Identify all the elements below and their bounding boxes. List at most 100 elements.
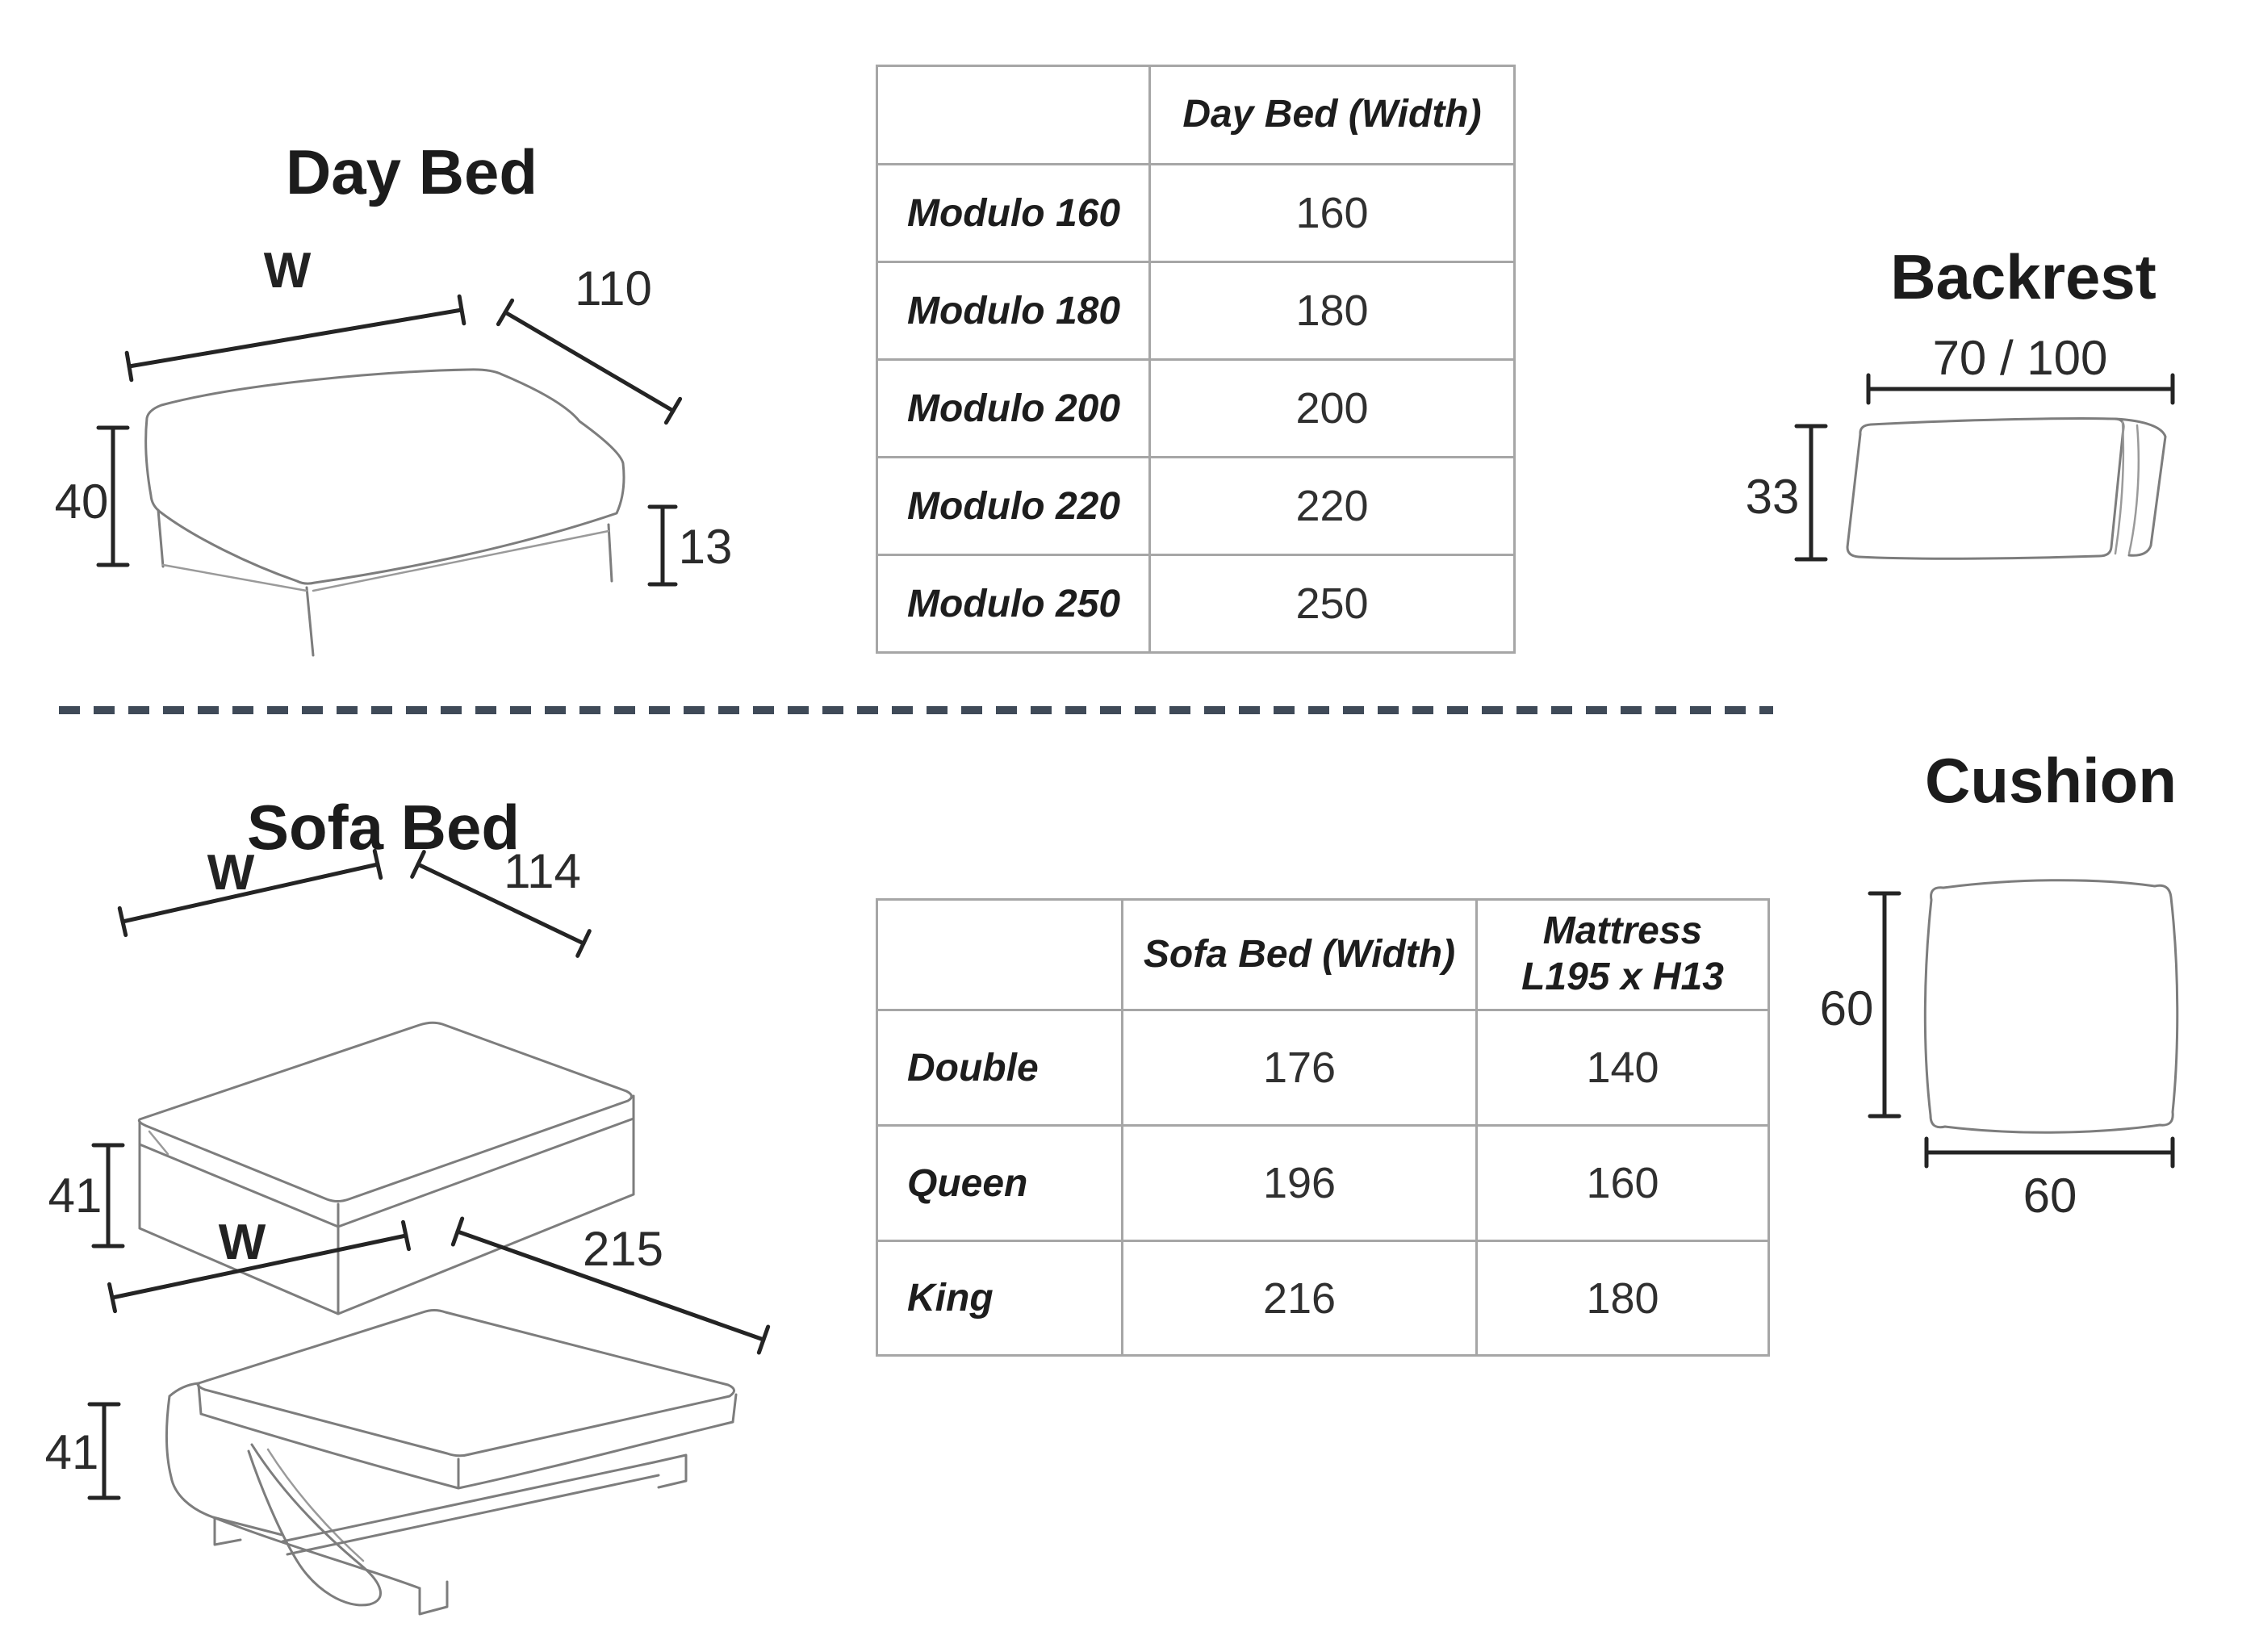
table-header-cell: Mattress L195 x H13 [1475, 898, 1770, 1011]
value-cell: 216 [1121, 1240, 1478, 1357]
table-row: King 216 180 [876, 1240, 1770, 1357]
cushion-dim-width: 60 [1924, 1136, 2175, 1223]
sofa-open-foot [213, 1517, 242, 1546]
dim-label-depth: 114 [504, 844, 581, 898]
dim-line [110, 1233, 408, 1300]
dim-label-height: 40 [55, 475, 109, 529]
backrest-title: Backrest [1890, 241, 2157, 312]
sofa-closed-mattress-top [137, 1021, 633, 1202]
day-bed-dim-height: 40 [55, 425, 130, 567]
dim-line [127, 307, 464, 369]
dim-label-depth: 215 [583, 1222, 663, 1276]
day-bed-table: Day Bed (Width) Modulo 160 160 Modulo 18… [876, 65, 1516, 654]
cushion-title: Cushion [1925, 745, 2177, 816]
dim-label-width: W [219, 1215, 266, 1270]
dim-label-width: W [207, 845, 255, 901]
sofa-closed-mattress-edges [138, 1094, 635, 1228]
table-header-cell: Sofa Bed (Width) [1121, 898, 1478, 1011]
sofa-closed-dim-width: W [117, 845, 383, 938]
dim-tick [117, 905, 128, 938]
row-label-cell: Modulo 220 [876, 456, 1151, 556]
table-row: Queen 196 160 [876, 1124, 1770, 1242]
dim-tick [124, 350, 134, 383]
dim-tick [756, 1324, 771, 1355]
dim-label-width: 60 [2023, 1169, 2077, 1223]
dim-label-height: 41 [45, 1425, 99, 1479]
day-bed-leg [157, 508, 165, 568]
header-line: L195 x H13 [1521, 956, 1724, 998]
value-cell: 160 [1475, 1124, 1770, 1242]
dim-label-width: 70 / 100 [1933, 339, 2108, 385]
day-bed-title: Day Bed [285, 136, 538, 207]
backrest-dim-width: 70 / 100 [1866, 339, 2175, 405]
sofa-open-mattress-edges [197, 1383, 738, 1490]
day-bed-dim-depth: 110 [496, 261, 683, 425]
table-header-row: Day Bed (Width) [876, 65, 1516, 165]
backrest-diagram: 70 / 100 33 [1746, 339, 2175, 562]
sofa-open-fold [247, 1443, 382, 1607]
value-cell: 250 [1148, 554, 1516, 654]
sofa-bed-open-diagram: W 215 41 [45, 1215, 771, 1616]
value-cell: 220 [1148, 456, 1516, 556]
day-bed-leg [305, 586, 315, 657]
table-row: Modulo 220 220 [876, 456, 1516, 556]
row-label-cell: King [876, 1240, 1123, 1357]
dim-tick [496, 298, 515, 327]
sofa-open-dim-height: 41 [45, 1402, 121, 1500]
dim-line [120, 862, 380, 924]
sofa-closed-dim-depth: 114 [410, 844, 592, 958]
sofa-bed-closed-diagram: W 114 41 [48, 844, 635, 1315]
dim-line [455, 1229, 766, 1342]
backrest-seam [2127, 424, 2140, 555]
dim-tick [575, 929, 592, 958]
value-cell: 196 [1121, 1124, 1478, 1242]
day-bed-frame-rail [161, 529, 610, 592]
sofa-closed-dim-height: 41 [48, 1143, 125, 1248]
row-label-cell: Modulo 200 [876, 358, 1151, 458]
cushion-diagram: 60 60 [1820, 879, 2179, 1223]
table-row: Double 176 140 [876, 1009, 1770, 1127]
dim-label-height: 60 [1820, 981, 1874, 1035]
value-cell: 180 [1148, 261, 1516, 361]
dim-label-width: W [264, 243, 312, 299]
dim-tick [457, 294, 466, 326]
dim-tick [450, 1216, 465, 1247]
cushion-outline [1923, 879, 2179, 1134]
row-label-cell: Modulo 250 [876, 554, 1151, 654]
sofa-open-dim-width: W [107, 1215, 412, 1314]
cushion-dim-height: 60 [1820, 891, 1901, 1119]
backrest-dim-height: 33 [1746, 424, 1828, 562]
table-row: Modulo 160 160 [876, 163, 1516, 263]
day-bed-dim-leg-height: 13 [647, 504, 733, 587]
sofa-open-fold-inner [266, 1448, 365, 1562]
dim-tick [107, 1282, 118, 1314]
table-row: Modulo 250 250 [876, 554, 1516, 654]
value-cell: 200 [1148, 358, 1516, 458]
sofa-bed-table: Sofa Bed (Width) Mattress L195 x H13 Dou… [876, 898, 1770, 1357]
sofa-open-foot [652, 1453, 688, 1489]
dim-label-height: 41 [48, 1169, 102, 1223]
value-cell: 176 [1121, 1009, 1478, 1127]
table-header-cell-empty [876, 898, 1123, 1011]
sofa-open-base [165, 1382, 284, 1537]
backrest-seam [2114, 420, 2125, 555]
row-label-cell: Modulo 160 [876, 163, 1151, 263]
sofa-closed-crease [148, 1130, 169, 1156]
backrest-front-face [1846, 416, 2125, 560]
table-header-row: Sofa Bed (Width) Mattress L195 x H13 [876, 898, 1770, 1011]
section-divider [59, 706, 1773, 714]
table-row: Modulo 200 200 [876, 358, 1516, 458]
dim-label-depth: 110 [575, 261, 652, 316]
row-label-cell: Queen [876, 1124, 1123, 1242]
sofa-open-dim-depth: 215 [450, 1216, 771, 1355]
day-bed-mattress-outline [144, 368, 625, 585]
dim-label-leg-height: 13 [679, 520, 733, 574]
sofa-open-foot [418, 1580, 449, 1616]
dim-tick [663, 396, 683, 425]
dim-line [416, 862, 586, 946]
dim-tick [400, 1219, 412, 1252]
table-header-cell-empty [876, 65, 1151, 165]
dim-line [503, 310, 676, 413]
value-cell: 140 [1475, 1009, 1770, 1127]
